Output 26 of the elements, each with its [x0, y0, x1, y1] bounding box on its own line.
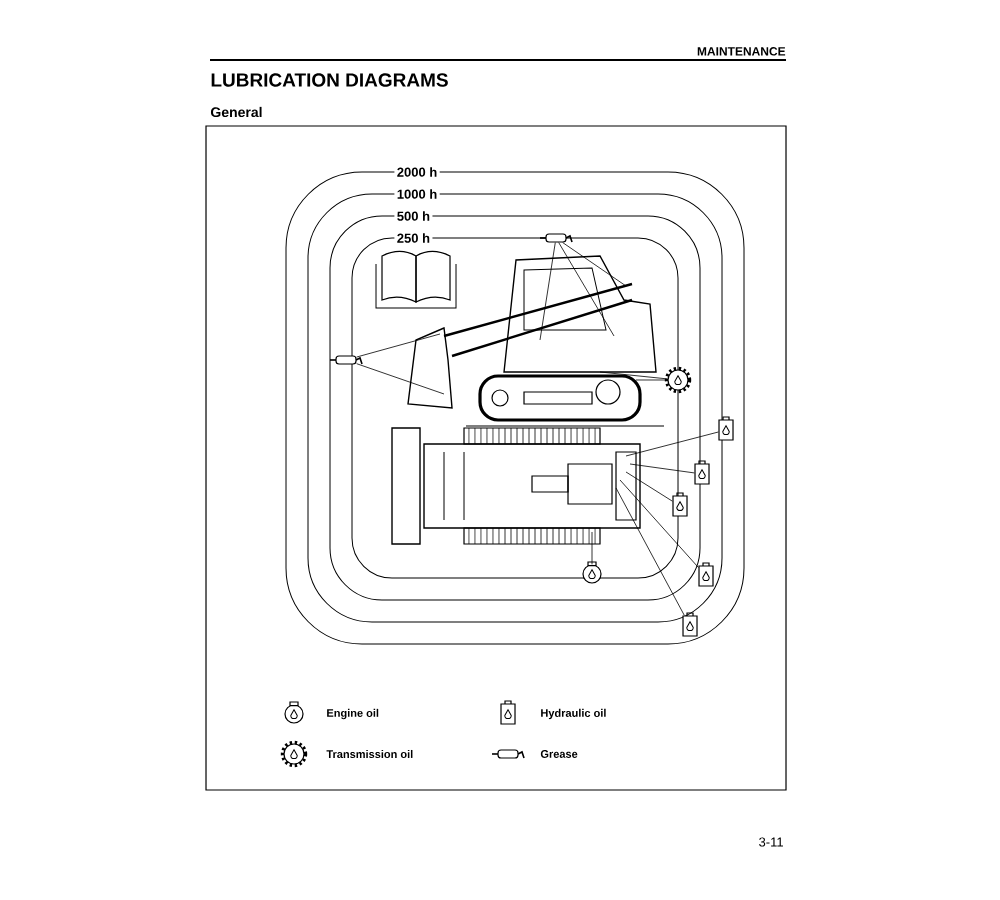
leader-line	[356, 363, 445, 395]
transmission-oil-icon	[664, 366, 692, 394]
loader-drawing	[391, 427, 641, 545]
engine-oil-icon	[582, 561, 602, 584]
title: LUBRICATION DIAGRAMS	[211, 73, 448, 87]
hydraulic-oil-icon	[694, 460, 710, 485]
loader-drawing	[463, 427, 601, 445]
leader-line	[562, 242, 627, 287]
leader-line	[619, 479, 699, 568]
leader-line	[635, 379, 668, 381]
leader-line	[356, 333, 441, 358]
grease-gun-icon	[539, 233, 573, 243]
loader-drawing	[407, 255, 665, 427]
hydraulic-oil-icon	[698, 562, 714, 587]
leader-line	[625, 431, 719, 457]
leader-line	[558, 242, 615, 337]
leader-line	[599, 371, 668, 380]
leader-line	[539, 242, 556, 341]
hydraulic-oil-icon	[682, 612, 698, 637]
grease-gun-icon	[329, 355, 363, 365]
loader-drawing	[443, 451, 637, 545]
leader-line	[591, 531, 593, 565]
leader-line	[625, 471, 673, 502]
hydraulic-oil-icon	[672, 492, 688, 517]
leader-line	[629, 463, 695, 474]
hydraulic-oil-icon	[718, 416, 734, 441]
